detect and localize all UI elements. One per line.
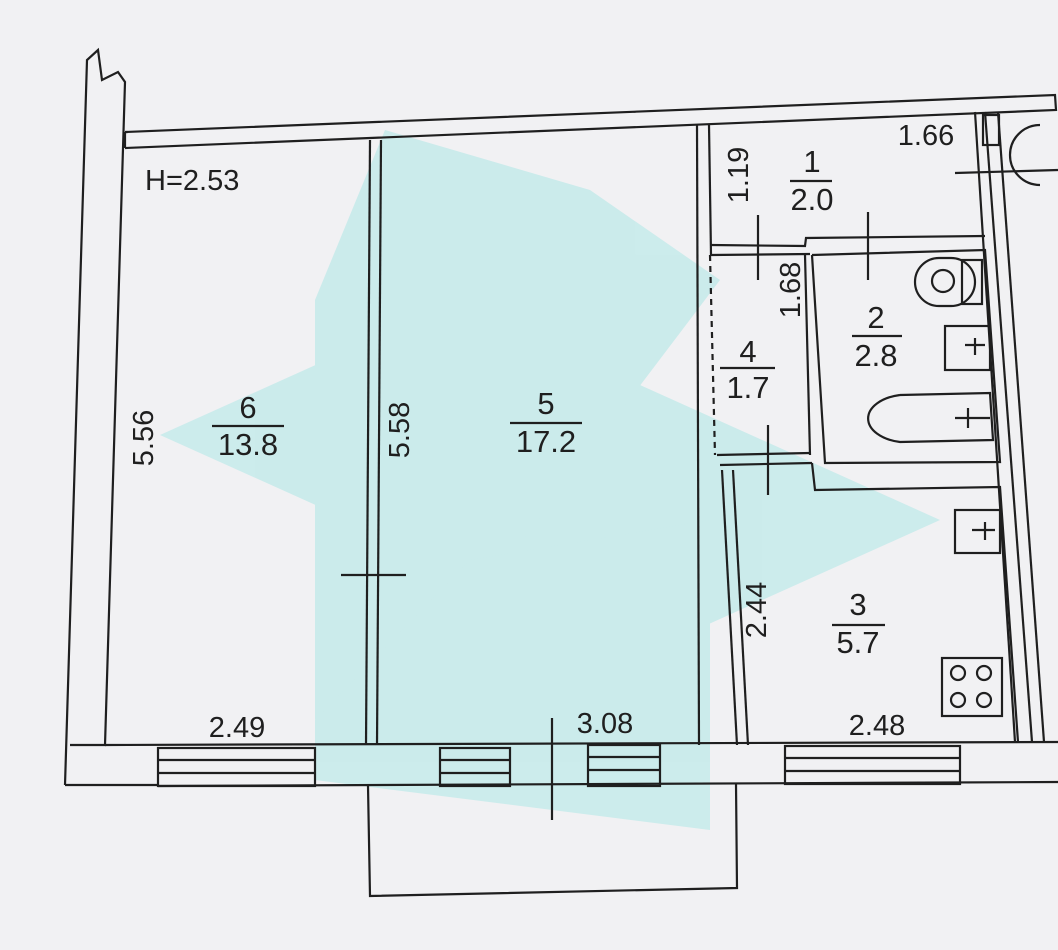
room-4-walls xyxy=(708,254,813,495)
left-outer-wall xyxy=(63,47,127,786)
balcony xyxy=(366,783,739,898)
room-5-length-dim: 5.58 xyxy=(384,402,416,458)
window-room5-left xyxy=(438,746,512,788)
ceiling-height-label: H=2.53 xyxy=(145,165,239,197)
room-4-number: 4 xyxy=(739,334,756,369)
room-6-number: 6 xyxy=(239,390,256,425)
kitchen-sink xyxy=(953,508,1002,555)
bottom-wall-inner xyxy=(104,740,1058,747)
kitchen-stove xyxy=(940,656,1004,718)
toilet-fixture xyxy=(913,256,984,308)
top-outer-wall xyxy=(124,93,1058,150)
room-6-area: 13.8 xyxy=(218,427,278,462)
partition-wall-6-5 xyxy=(341,139,406,746)
room-4-length-dim: 1.68 xyxy=(775,262,807,318)
balcony-door xyxy=(586,743,662,788)
room-4-area: 1.7 xyxy=(726,370,769,405)
bathtub-fixture xyxy=(867,391,995,444)
partition-wall-5-4 xyxy=(695,124,713,746)
room-2-area: 2.8 xyxy=(854,338,897,373)
room-1-width-dim: 1.66 xyxy=(898,120,954,152)
room-3-number: 3 xyxy=(849,587,866,622)
room-3-length-dim: 2.44 xyxy=(741,582,773,638)
room-2-walls xyxy=(810,248,1002,465)
gas-riser xyxy=(954,123,1058,187)
room-6-length-dim: 5.56 xyxy=(128,410,160,466)
sink-fixture xyxy=(943,324,992,372)
room-3-walls xyxy=(720,462,1020,746)
room-5-width-dim: 3.08 xyxy=(577,708,633,740)
room-1-area: 2.0 xyxy=(790,182,833,217)
window-room6 xyxy=(156,746,317,788)
room-6-width-dim: 2.49 xyxy=(209,712,265,744)
right-outer-wall xyxy=(973,111,1046,743)
room-3-area: 5.7 xyxy=(836,625,879,660)
room-3-width-dim: 2.48 xyxy=(849,710,905,742)
room-5-number: 5 xyxy=(537,386,554,421)
watermark-logo xyxy=(160,130,940,830)
window-kitchen xyxy=(783,744,962,786)
room-5-area: 17.2 xyxy=(516,424,576,459)
room-1-walls xyxy=(710,212,986,280)
room-1-length-dim: 1.19 xyxy=(723,147,755,203)
room-2-number: 2 xyxy=(867,300,884,335)
room-1-number: 1 xyxy=(803,144,820,179)
